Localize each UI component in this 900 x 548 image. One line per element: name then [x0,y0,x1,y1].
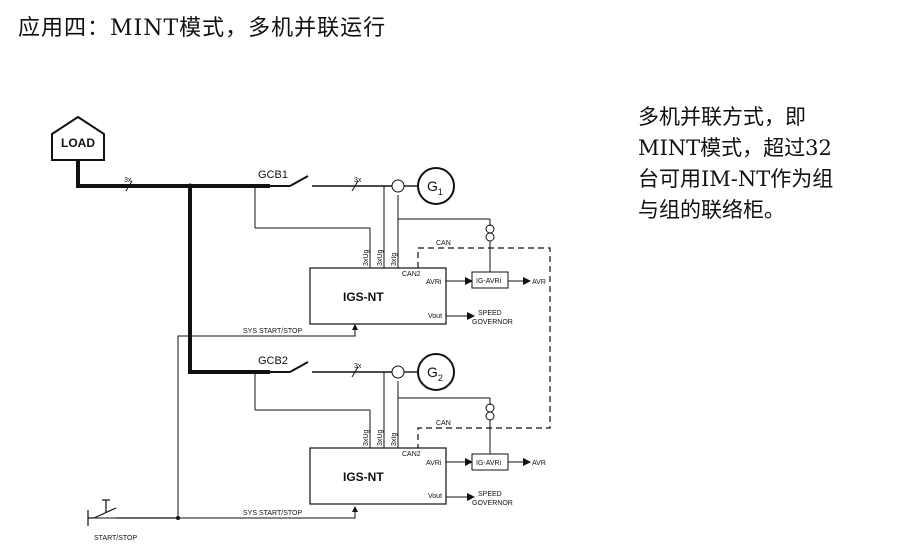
speed-2-label: SPEED [478,491,502,498]
can2-1-label: CAN2 [402,271,421,278]
genset-2: GCB2 3x G2 3xUg 3xUg 3xIg IGS-NT CAN2 AV… [254,353,546,507]
bus-wires-label: 3x [124,177,132,184]
meas-ug2-label: 3xUg [363,430,370,446]
gcb1-breaker [254,175,491,268]
start-stop-switch-icon [87,499,178,526]
meas-ug1-label: 3xUg [363,250,370,266]
gcb2-wires-label: 3x [354,363,362,370]
controller-2-box [309,447,447,505]
generator-1-icon [417,167,455,205]
speed-1-label: SPEED [478,310,502,317]
start-stop-label: START/STOP [94,535,138,542]
vout-2-label: Vout [428,493,442,500]
description-text: 多机并联方式，即 MINT模式，超过32 台可用IM-NT作为组 与组的联络柜。 [638,102,888,226]
ct2-icon [391,365,405,379]
governor-2-label: GOVERNOR [472,500,513,507]
meas-ig1-label: 3xIg [391,253,398,266]
avr-ct2-coil-icon [485,411,495,421]
avr-ct1-coil-icon [485,232,495,242]
load-symbol: LOAD [51,115,105,161]
can-2-label: CAN [436,420,451,427]
gcb2-breaker [254,361,491,448]
meas-ig2-label: 3xIg [391,433,398,446]
sys-start-2-arrowhead [352,506,358,512]
governor-1-label: GOVERNOR [472,319,513,326]
sys-start-1-arrowhead [352,324,358,330]
controller-2-label: IGS-NT [343,470,384,484]
controller-1-box [309,267,447,325]
gen1-label: G1 [427,178,443,197]
avr-2-label: AVR [532,460,546,467]
generator-2-icon [417,353,455,391]
sys-start-stop-1-label: SYS START/STOP [243,328,302,335]
gcb1-wires-label: 3x [354,177,362,184]
gcb1-label: GCB1 [258,169,288,181]
avr-1-label: AVR [532,279,546,286]
can2-2-label: CAN2 [402,451,421,458]
avr-ct2-icon [485,403,495,413]
ig-avri-1-box [471,271,509,289]
page-title: 应用四：MINT模式，多机并联运行 [18,16,387,41]
avr-ct1-icon [485,224,495,234]
controller-1-label: IGS-NT [343,290,384,304]
ig-avri-1-label: IG-AVRi [476,278,502,285]
main-busbar [76,160,270,374]
avri-2-label: AVRi [426,460,442,467]
gen2-label: G2 [427,364,443,383]
description-line: 多机并联方式，即 [638,105,806,129]
meas-ug2b-label: 3xUg [377,430,384,446]
ct1-icon [391,179,405,193]
description-line: MINT模式，超过32 [638,136,832,160]
vout-1-label: Vout [428,313,442,320]
avri-1-label: AVRi [426,279,442,286]
gcb2-label: GCB2 [258,355,288,367]
load-label: LOAD [61,136,95,150]
meas-ug1b-label: 3xUg [377,250,384,266]
genset-1: GCB1 3x G1 3xUg 3xUg 3xIg IGS-NT [254,167,546,326]
can-bus [417,247,551,448]
ig-avri-2-label: IG-AVRi [476,460,502,467]
description-line: 台可用IM-NT作为组 [638,167,834,191]
busbar-junction-dot [187,183,193,189]
sys-start-stop-2-label: SYS START/STOP [243,510,302,517]
description-line: 与组的联络柜。 [638,198,785,222]
can-1-label: CAN [436,240,451,247]
